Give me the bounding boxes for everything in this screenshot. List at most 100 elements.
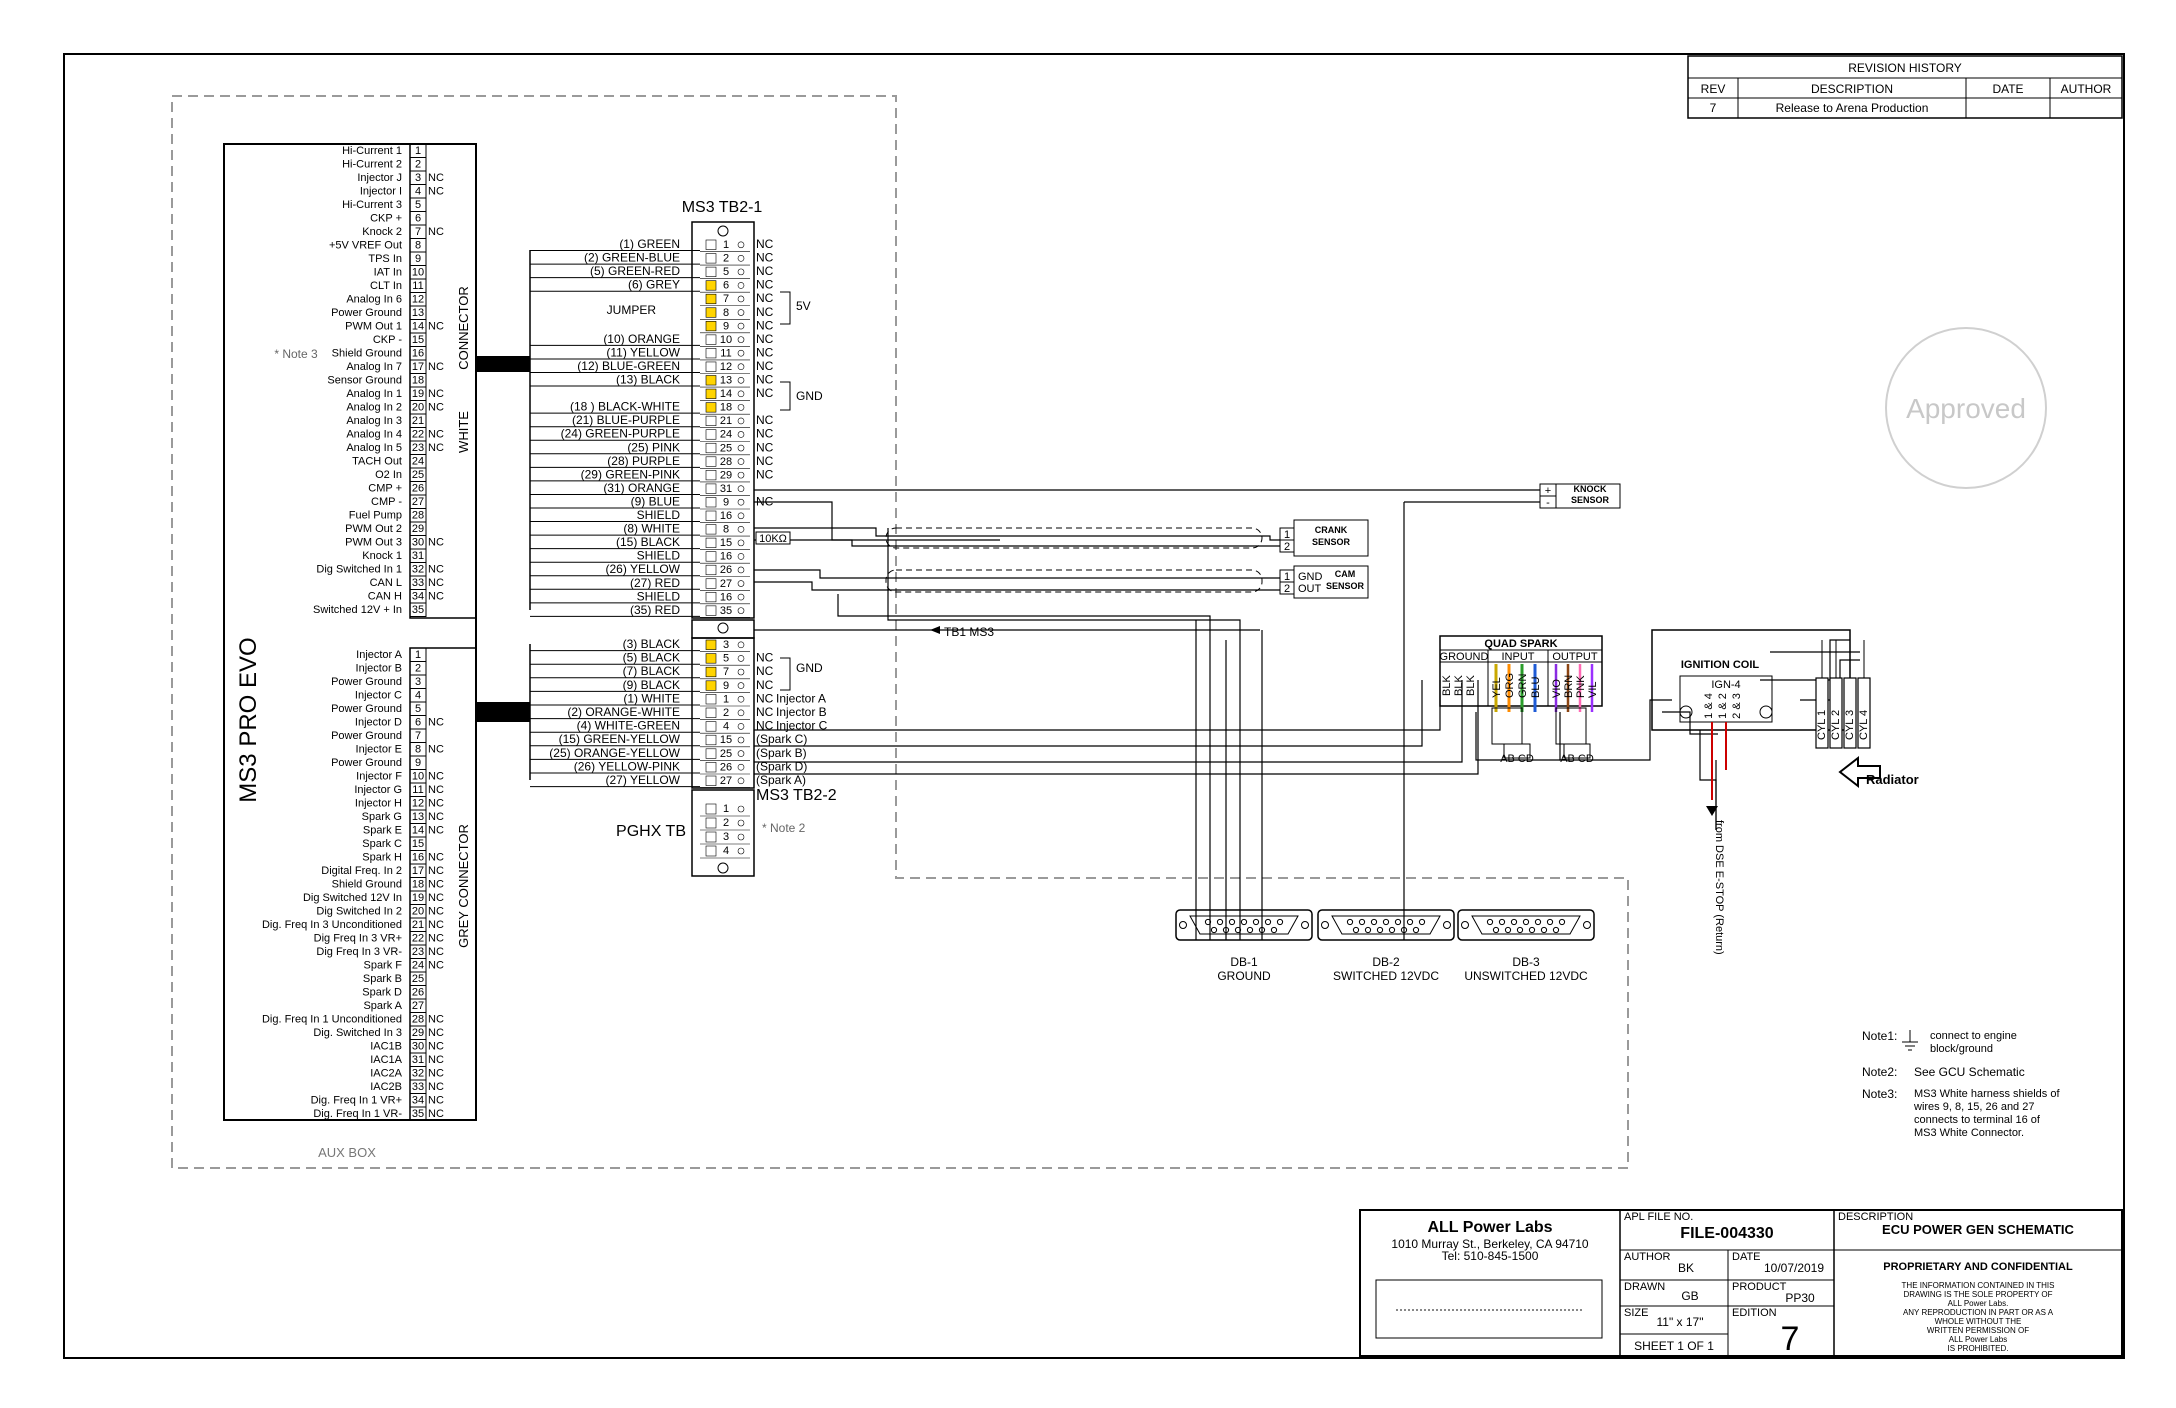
tb-screw xyxy=(737,390,745,398)
tb-terminal xyxy=(705,680,717,691)
pin-number: 3 xyxy=(415,172,421,184)
tb-injector-label: Injector C xyxy=(776,719,828,733)
tb-pin-number: 5 xyxy=(723,653,729,665)
tb-terminal xyxy=(705,388,717,399)
quad-spark-connector-letters-2: AB CD xyxy=(1560,753,1594,765)
db-pin xyxy=(1504,926,1512,934)
tb-pin-number: 27 xyxy=(720,775,732,787)
tb-terminal xyxy=(705,605,717,616)
db-pin xyxy=(1558,918,1566,926)
crank-sensor-label: CRANK SENSOR xyxy=(1311,525,1350,547)
tb-terminal xyxy=(705,280,717,291)
tb-terminal xyxy=(705,361,717,372)
pin-nc: NC xyxy=(428,1027,444,1039)
db-pin xyxy=(1406,918,1414,926)
quad-spark-input: INPUT xyxy=(1502,651,1535,663)
pin-number: 18 xyxy=(412,375,424,387)
approved-stamp-text: Approved xyxy=(1906,393,2026,424)
tb-wire-label: (6) GREY xyxy=(628,278,680,292)
tb-wire-label: (9) BLUE xyxy=(631,494,680,508)
pin-number: 11 xyxy=(412,784,423,796)
pin-label: Analog In 3 xyxy=(346,415,402,427)
pin-nc: NC xyxy=(428,811,444,823)
notes: Note1: connect to engine block/ground No… xyxy=(1862,1029,2060,1139)
ecu-name: MS3 PRO EVO xyxy=(235,637,262,802)
pin-label: Dig Freq In 3 VR+ xyxy=(314,933,402,945)
pin-label: CMP - xyxy=(371,496,402,508)
pin-number: 22 xyxy=(412,933,424,945)
pin-number: 4 xyxy=(415,690,421,702)
db-pin xyxy=(1270,926,1278,934)
pin-number: 26 xyxy=(412,483,424,495)
pin-number: 33 xyxy=(412,577,424,589)
tb-terminal xyxy=(705,375,717,386)
pghx-terminal xyxy=(705,817,717,829)
pin-nc: NC xyxy=(428,825,444,837)
tb-pin-number: 1 xyxy=(723,239,729,251)
ignition-module: IGN-4 xyxy=(1711,679,1740,691)
tb-wire-label: (13) BLACK xyxy=(616,373,680,387)
title-block: ALL Power Labs 1010 Murray St., Berkeley… xyxy=(1359,1209,2123,1358)
tb-screw xyxy=(737,268,745,276)
pin-number: 6 xyxy=(415,717,421,729)
db-pin xyxy=(1228,918,1236,926)
pin-number: 30 xyxy=(412,1041,424,1053)
db-pin xyxy=(1364,926,1372,934)
tb-pin-number: 2 xyxy=(723,253,729,265)
db-pin xyxy=(1352,926,1360,934)
pin-label: Injector B xyxy=(356,663,402,675)
white-connector-label: WHITE xyxy=(456,411,471,453)
tb-nc: NC xyxy=(756,264,774,278)
db-pin xyxy=(1370,918,1378,926)
tb2-2-gnd-label: GND xyxy=(796,661,823,675)
note2-text: See GCU Schematic xyxy=(1914,1065,2025,1079)
tb-wire-label: (31) ORANGE xyxy=(603,481,680,495)
tb-screw xyxy=(737,607,745,614)
db-pin xyxy=(1492,926,1500,934)
qs-input-wire: YEL xyxy=(1491,677,1503,698)
revision-header: AUTHOR xyxy=(2061,82,2112,96)
revision-cell: 7 xyxy=(1710,101,1717,115)
tb-screw xyxy=(737,750,745,757)
tb-terminal xyxy=(705,666,717,678)
tb-injector-label: Injector A xyxy=(776,691,826,705)
tb-wire-label: (12) BLUE-GREEN xyxy=(577,359,680,373)
pin-nc: NC xyxy=(428,744,444,756)
pin-number: 25 xyxy=(412,469,424,481)
pin-nc: NC xyxy=(428,771,444,783)
pghx-pin: 2 xyxy=(723,817,729,829)
pin-label: IAT In xyxy=(374,267,402,279)
pin-label: Power Ground xyxy=(331,730,402,742)
sheet-border xyxy=(63,53,2125,1359)
tb-terminal xyxy=(705,762,717,773)
pin-label: +5V VREF Out xyxy=(329,240,402,252)
tb-screw xyxy=(737,295,745,303)
tb-pin-number: 9 xyxy=(723,320,729,332)
pin-label: Injector D xyxy=(355,717,402,729)
pin-cell xyxy=(409,602,427,617)
pin-label: IAC2A xyxy=(370,1068,402,1080)
db-pin xyxy=(1216,918,1224,926)
tb-terminal xyxy=(705,639,717,650)
pin-number: 24 xyxy=(412,960,424,972)
pin-nc: NC xyxy=(428,564,444,576)
pin-number: 16 xyxy=(412,852,424,864)
quad-spark-ground: GROUND xyxy=(1440,651,1489,663)
company-tel: Tel: 510-845-1500 xyxy=(1442,1249,1539,1263)
db-pin xyxy=(1552,926,1560,934)
tb-terminal xyxy=(705,694,717,705)
author: BK xyxy=(1678,1261,1694,1275)
pghx-screw xyxy=(737,805,745,813)
pin-label: Spark A xyxy=(363,1000,402,1012)
cam-sensor: 1 2 GND OUT CAM SENSOR xyxy=(1279,565,1369,599)
pin-number: 9 xyxy=(415,757,421,769)
ignition-pair-2: 1 & 2 xyxy=(1717,693,1729,719)
tb-screw xyxy=(737,498,745,506)
pin-number: 32 xyxy=(412,564,424,576)
